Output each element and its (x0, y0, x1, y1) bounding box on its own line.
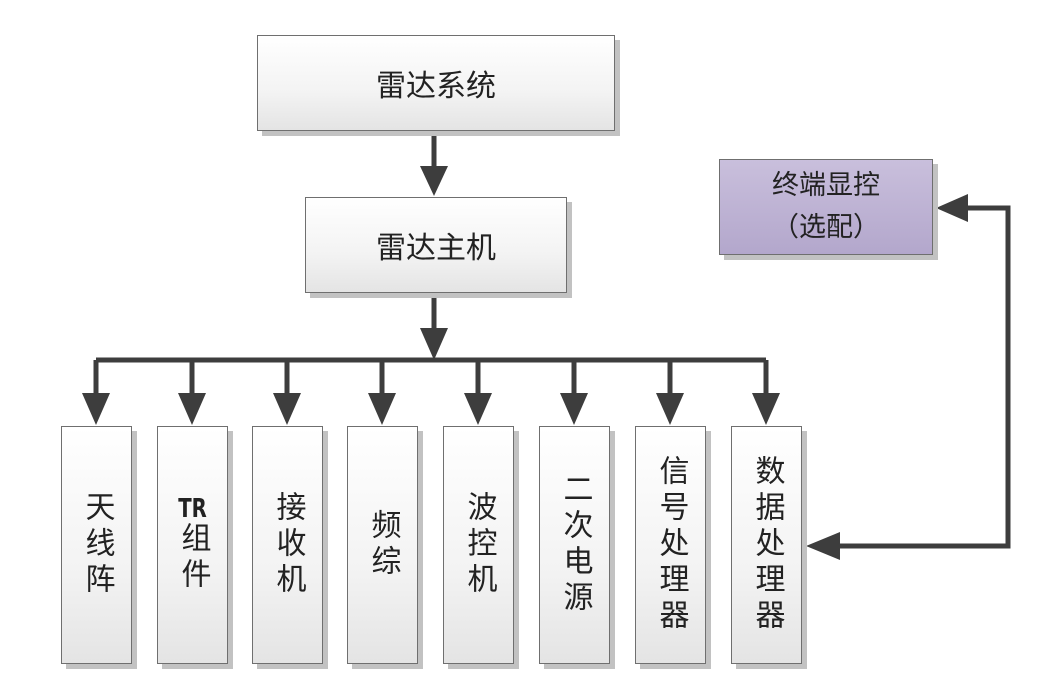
module-label: 信号处理器 (653, 455, 689, 635)
module-label: 波控机 (461, 491, 497, 599)
module-signal-processor: 信号处理器 (635, 426, 706, 664)
module-data-processor: 数据处理器 (731, 426, 802, 664)
module-secondary-power: 二次电源 (539, 426, 610, 664)
terminal-optional-label: （选配） (772, 212, 880, 243)
radar-system-label: 雷达系统 (376, 69, 496, 104)
module-label-prefix: TR (178, 496, 207, 522)
radar-host-label: 雷达主机 (376, 231, 496, 266)
module-label: 接收机 (270, 491, 306, 599)
module-frequency-synthesizer: 频综 (347, 426, 418, 664)
data-terminal-link (838, 205, 1011, 549)
module-beam-controller: 波控机 (443, 426, 514, 664)
module-antenna-array: 天线阵 (61, 426, 132, 664)
module-label: 天线阵 (79, 491, 115, 599)
radar-host-box: 雷达主机 (305, 197, 567, 293)
module-label: 频综 (365, 509, 401, 581)
terminal-display-label: 终端显控 (772, 170, 880, 201)
radar-system-box: 雷达系统 (257, 35, 615, 131)
module-label: 二次电源 (557, 473, 593, 617)
module-receiver: 接收机 (252, 426, 323, 664)
terminal-display-box: 终端显控 （选配） (719, 159, 933, 255)
module-label: 组件 (175, 522, 211, 594)
module-label: 数据处理器 (749, 455, 785, 635)
